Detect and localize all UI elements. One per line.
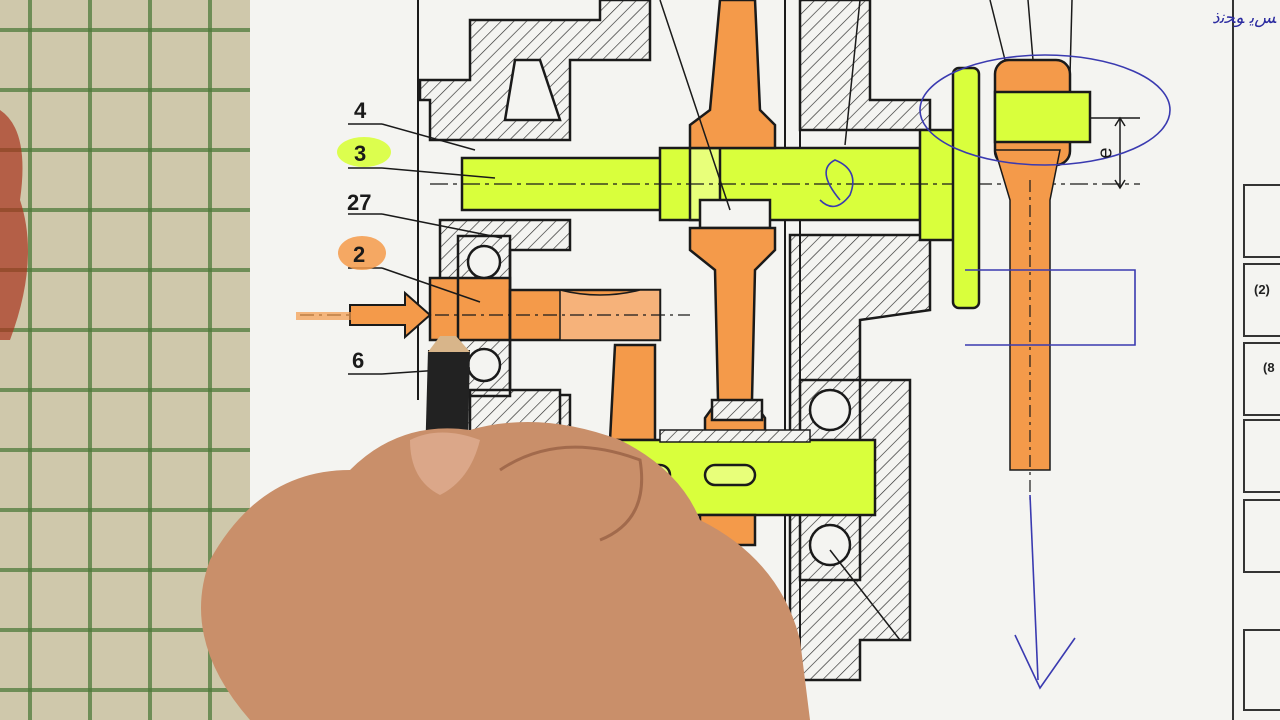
part-label-2: 2: [353, 242, 366, 267]
frame-lines: [417, 0, 801, 720]
side-table-row-a: (2): [1254, 282, 1270, 297]
eccentric-dimension: [1090, 116, 1140, 190]
input-shaft: [300, 276, 690, 342]
side-table: [1232, 0, 1280, 720]
side-table-row-b: (8: [1263, 360, 1275, 375]
part-label-27: 27: [347, 190, 372, 215]
small-gear: [608, 343, 657, 442]
part-label-6: 6: [352, 348, 365, 373]
tablecloth-floral: [0, 110, 28, 340]
upper-housing: [418, 0, 932, 142]
crank-disc: [951, 58, 1092, 500]
arrow-right-icon: [296, 290, 432, 340]
label-2-highlight: [338, 236, 386, 270]
hand: [201, 422, 810, 720]
label-3-highlight: [337, 137, 391, 167]
part-label-3: 3: [354, 141, 367, 166]
pen-annotations: [819, 54, 1171, 690]
eccentric-label-e: e: [1094, 147, 1117, 159]
handwriting-top-right: ﺲﻳ ﻮﺤﻧﺫ: [1212, 8, 1276, 28]
part-label-4: 4: [354, 98, 367, 123]
